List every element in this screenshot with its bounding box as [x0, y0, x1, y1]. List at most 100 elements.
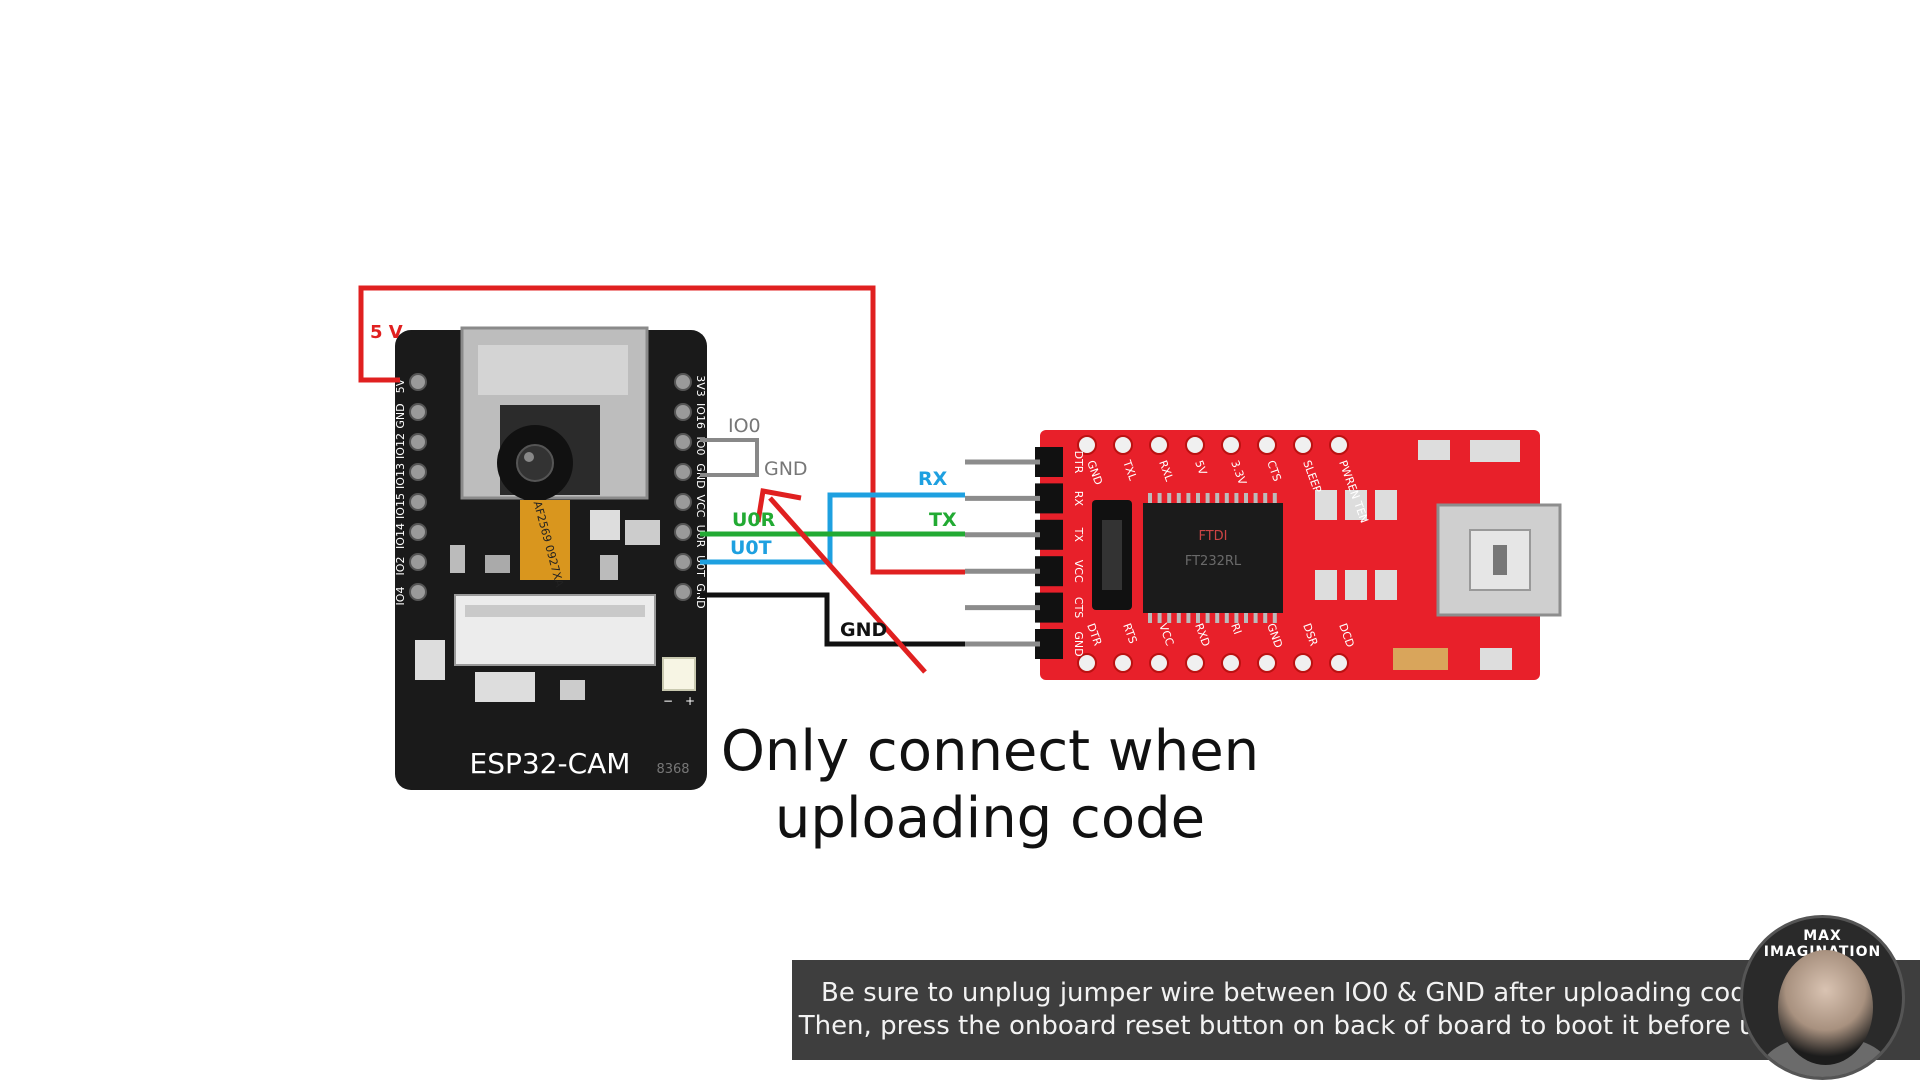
header-pin-label: CTS	[1072, 597, 1085, 618]
chip-leg	[1263, 613, 1268, 623]
ftdi-board: FTDI FT232RL	[1040, 430, 1562, 680]
chip-legs	[1148, 493, 1277, 623]
wire-io0-gnd-jumper	[700, 438, 759, 477]
chip-leg	[1253, 613, 1258, 623]
header-pin-label: VCC	[1072, 560, 1085, 583]
ftdi-header-pins: DTR RX TX VCC CTS GND	[965, 447, 1085, 659]
ftdi-top-pin-label: 5V	[1192, 459, 1209, 478]
chip-leg	[1148, 613, 1152, 623]
svg-text:+: +	[685, 694, 695, 708]
ftdi-bottom-pin-hole	[1113, 653, 1133, 673]
ftdi-top-pin-hole	[1149, 435, 1169, 455]
caption-bar: Be sure to unplug jumper wire between IO…	[792, 960, 1920, 1060]
chip-leg	[1186, 493, 1191, 503]
chip-leg	[1244, 613, 1248, 623]
board-code: 8368	[656, 762, 689, 777]
esp32-left-pin-label: IO12	[394, 433, 407, 459]
esp32-left-pin-label: IO2	[394, 557, 407, 576]
chip-leg	[1224, 493, 1229, 503]
chip-leg	[1148, 493, 1152, 503]
ftdi-top-pin-hole	[1257, 435, 1277, 455]
esp32-right-pin-io0	[674, 433, 692, 451]
esp32-right-pin-label: VCC	[694, 495, 707, 518]
label-u0t: U0T	[730, 537, 772, 559]
esp32-cam-board: AF2569 0927XA + − ESP32-CAM 8368	[395, 326, 707, 790]
esp32-left-pin-io14	[409, 523, 427, 541]
ftdi-top-pin-hole	[1113, 435, 1133, 455]
chip-leg	[1167, 493, 1172, 503]
esp32-right-pin-3v3	[674, 373, 692, 391]
wire-gnd	[700, 592, 965, 647]
ftdi-bottom-pin-label: RI	[1228, 622, 1244, 637]
esp32-left-pin-io12	[409, 433, 427, 451]
chip-leg	[1234, 613, 1239, 623]
channel-badge: MAX IMAGINATION	[1740, 915, 1905, 1080]
header-pin-label: TX	[1072, 527, 1085, 543]
flash-led	[662, 657, 696, 691]
ftdi-chip-label: FT232RL	[1185, 554, 1242, 569]
chip-leg	[1234, 493, 1239, 503]
label-gnd-wire: GND	[840, 619, 887, 641]
esp32-left-pin-label: GND	[394, 403, 407, 428]
ftdi-top-pin-hole	[1293, 435, 1313, 455]
ftdi-top-pin-hole	[1329, 435, 1349, 455]
esp32-left-pin-io2	[409, 553, 427, 571]
ftdi-bottom-pin-hole	[1293, 653, 1313, 673]
ftdi-top-pin-hole	[1221, 435, 1241, 455]
esp32-left-pin-io15	[409, 493, 427, 511]
ftdi-bottom-pin-hole	[1329, 653, 1349, 673]
ftdi-bottom-pin-hole	[1257, 653, 1277, 673]
esp32-left-pin-io13	[409, 463, 427, 481]
esp32-right-pin-label: IO16	[694, 403, 707, 429]
wires	[358, 285, 965, 674]
chip-leg	[1196, 493, 1200, 503]
esp32-cam-label: ESP32-CAM	[470, 747, 631, 780]
chip-leg	[1215, 493, 1220, 503]
header-pin-label: DTR	[1072, 451, 1085, 474]
esp32-right-pin-label: 3V3	[694, 375, 707, 397]
chip-leg	[1176, 493, 1181, 503]
svg-text:−: −	[663, 694, 673, 708]
esp32-left-pin-label: IO13	[394, 463, 407, 489]
label-gnd-jumper: GND	[764, 458, 808, 480]
caption-line-1: Be sure to unplug jumper wire between IO…	[821, 978, 1771, 1008]
ftdi-bottom-pin-hole	[1149, 653, 1169, 673]
label-io0: IO0	[728, 415, 761, 437]
wire-rx	[700, 492, 965, 565]
chip-leg	[1186, 613, 1191, 623]
header-pin-label: GND	[1072, 631, 1085, 656]
chip-leg	[1205, 613, 1210, 623]
esp32-right-pin-gnd	[674, 583, 692, 601]
chip-leg	[1263, 493, 1268, 503]
ftdi-top-pin-hole	[1077, 435, 1097, 455]
label-rx: RX	[918, 468, 948, 490]
esp32-left-pin-5v	[409, 373, 427, 391]
esp32-right-pin-u0r	[674, 523, 692, 541]
esp32-left-pin-gnd	[409, 403, 427, 421]
chip-leg	[1157, 613, 1162, 623]
esp32-right-pin-io16	[674, 403, 692, 421]
header-pin-label: RX	[1072, 491, 1085, 507]
label-5v: 5 V	[370, 322, 403, 343]
chip-leg	[1167, 613, 1172, 623]
chip-leg	[1253, 493, 1258, 503]
esp32-left-pin-label: IO15	[394, 493, 407, 519]
label-u0r: U0R	[732, 509, 776, 531]
chip-leg	[1205, 493, 1210, 503]
wire-5v	[358, 285, 965, 575]
ftdi-bottom-pin-hole	[1077, 653, 1097, 673]
upload-annotation: Only connect when uploading code	[720, 719, 1260, 852]
chip-leg	[1215, 613, 1220, 623]
chip-leg	[1272, 493, 1277, 503]
chip-leg	[1272, 613, 1277, 623]
caption-line-2: Then, press the onboard reset button on …	[798, 1011, 1794, 1041]
ftdi-chip-brand: FTDI	[1198, 529, 1227, 544]
ftdi-bottom-pin-hole	[1185, 653, 1205, 673]
chip-leg	[1157, 493, 1162, 503]
esp32-left-pin-label: IO14	[394, 523, 407, 549]
ftdi-top-pin-hole	[1185, 435, 1205, 455]
ftdi-chip: FTDI FT232RL	[1143, 503, 1283, 613]
chip-leg	[1196, 613, 1200, 623]
